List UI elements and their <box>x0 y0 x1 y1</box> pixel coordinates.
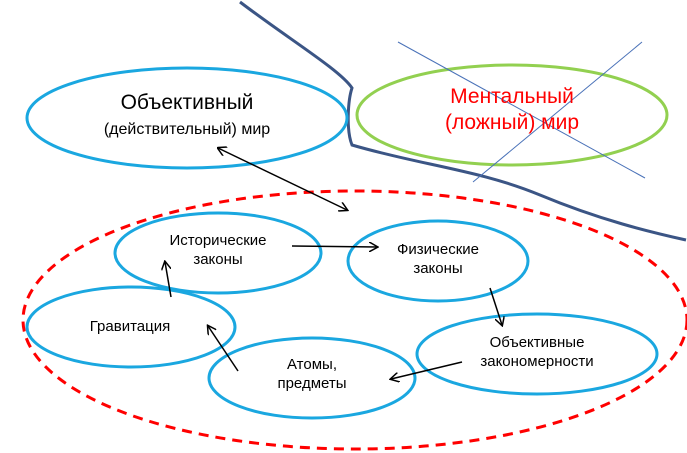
arrow-gravitation-historical <box>165 262 172 298</box>
objective-laws-ellipse <box>415 312 659 396</box>
physical-laws-ellipse <box>346 219 530 303</box>
arrow-atoms-gravitation <box>208 326 239 372</box>
mental-world-ellipse <box>355 63 669 167</box>
mental-world-subtitle: (ложный) мир <box>444 111 580 135</box>
objective-laws-line2: закономерности <box>480 352 594 370</box>
gravitation-label: Гравитация <box>30 318 230 337</box>
physical-line1: Физические <box>397 241 479 258</box>
physical-line2: законы <box>413 259 463 277</box>
arrow-historical-physical <box>291 246 377 247</box>
objective-world-boundary <box>21 189 687 451</box>
arrow-objective-atoms <box>391 361 463 379</box>
physical-laws-label: Физические законы <box>348 241 528 279</box>
objective-laws-line1: Объективные <box>489 334 585 351</box>
atoms-line1: Атомы, <box>287 356 337 373</box>
cross-line-2 <box>472 41 643 183</box>
gravitation-line1: Гравитация <box>89 318 171 335</box>
arrow-physical-objective <box>489 287 502 325</box>
objective-world-subtitle: (действительный) мир <box>103 121 271 139</box>
objective-world-ellipse <box>25 66 349 170</box>
objective-world-label: Объективный (действительный) мир <box>27 90 347 140</box>
historical-laws-label: Исторические законы <box>118 232 318 270</box>
arrow-world-link <box>218 148 347 210</box>
divider-curve <box>239 0 687 242</box>
historical-line1: Исторические <box>169 232 267 249</box>
objective-laws-label: Объективные закономерности <box>417 334 657 372</box>
atoms-label: Атомы, предметы <box>210 356 414 394</box>
historical-line2: законы <box>193 250 243 268</box>
mental-world-title: Ментальный <box>450 85 574 108</box>
objective-world-title: Объективный <box>120 91 254 114</box>
atoms-line2: предметы <box>277 374 347 392</box>
atoms-ellipse <box>207 336 417 420</box>
gravitation-ellipse <box>25 285 237 369</box>
cross-line-1 <box>397 41 646 179</box>
mental-world-label: Ментальный (ложный) мир <box>357 84 667 137</box>
